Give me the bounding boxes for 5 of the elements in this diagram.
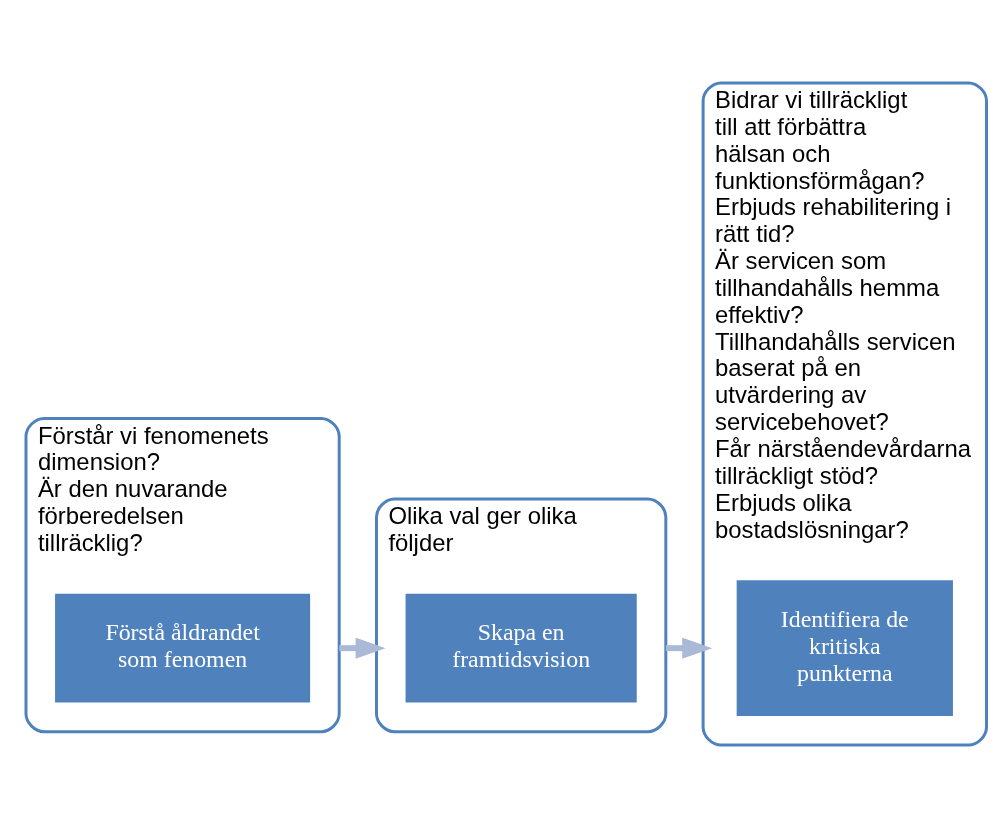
node-box: Skapa en framtidsvision (405, 593, 637, 703)
arrow (339, 637, 386, 659)
node-box: Identifiera de kritiska punkterna (736, 579, 953, 716)
arrow (665, 637, 713, 659)
node-box: Förstå åldrandet som fenomen (55, 593, 311, 703)
